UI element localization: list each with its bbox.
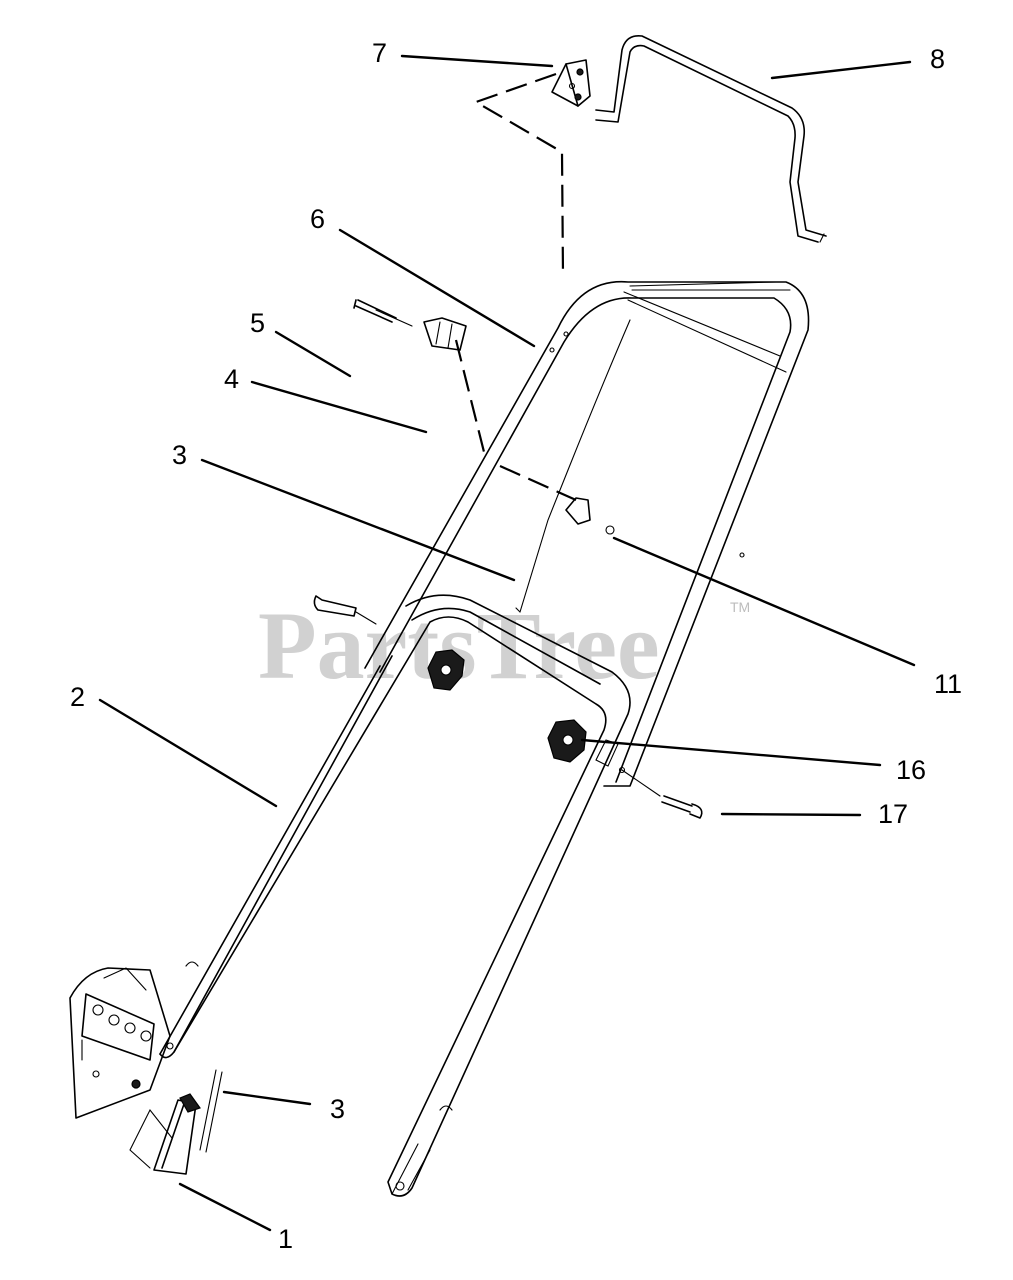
callout-2: 2	[70, 682, 85, 712]
leader-2	[98, 698, 278, 808]
leader-5	[274, 330, 352, 378]
leader-16	[580, 738, 882, 767]
callout-6: 6	[310, 204, 325, 234]
leader-7	[400, 54, 554, 68]
callout-11: 11	[934, 669, 962, 699]
callout-1: 1	[278, 1224, 293, 1254]
part-3-cable-lower	[179, 1069, 223, 1153]
part-3-cable	[519, 319, 631, 613]
callout-4: 4	[224, 364, 239, 394]
part-11-nut	[565, 497, 615, 535]
callout-3a: 3	[172, 440, 187, 470]
callout-7: 7	[372, 38, 387, 68]
part-4-spacer	[423, 317, 467, 351]
part-5-bolt	[353, 299, 413, 327]
part-8-control-bail	[595, 34, 827, 243]
assembly-line-4	[454, 339, 577, 502]
leader-11	[612, 536, 916, 667]
callout-3b: 3	[330, 1094, 345, 1124]
mounting-plate	[69, 967, 171, 1119]
carriage-bolt-left	[313, 595, 377, 625]
part-16-knob-right	[547, 719, 587, 763]
assembly-line-7	[473, 72, 565, 277]
callout-17: 17	[878, 799, 908, 829]
part-7-bracket	[551, 59, 591, 107]
leader-3a	[200, 458, 516, 582]
leader-4	[250, 380, 428, 434]
leader-3b	[222, 1090, 312, 1106]
part-6-upper-handle	[364, 280, 810, 787]
watermark-tm: TM	[730, 599, 750, 615]
leader-8	[770, 60, 912, 80]
part-1-lever	[129, 1099, 197, 1175]
part-16-knob-left	[427, 649, 465, 691]
callout-5: 5	[250, 308, 265, 338]
callout-16: 16	[896, 755, 926, 785]
part-17-bolt	[618, 766, 703, 819]
leader-17	[720, 812, 862, 817]
part-2-lower-handle	[159, 594, 631, 1197]
callout-8: 8	[930, 44, 945, 74]
leader-6	[338, 228, 536, 348]
leader-1	[178, 1182, 272, 1232]
